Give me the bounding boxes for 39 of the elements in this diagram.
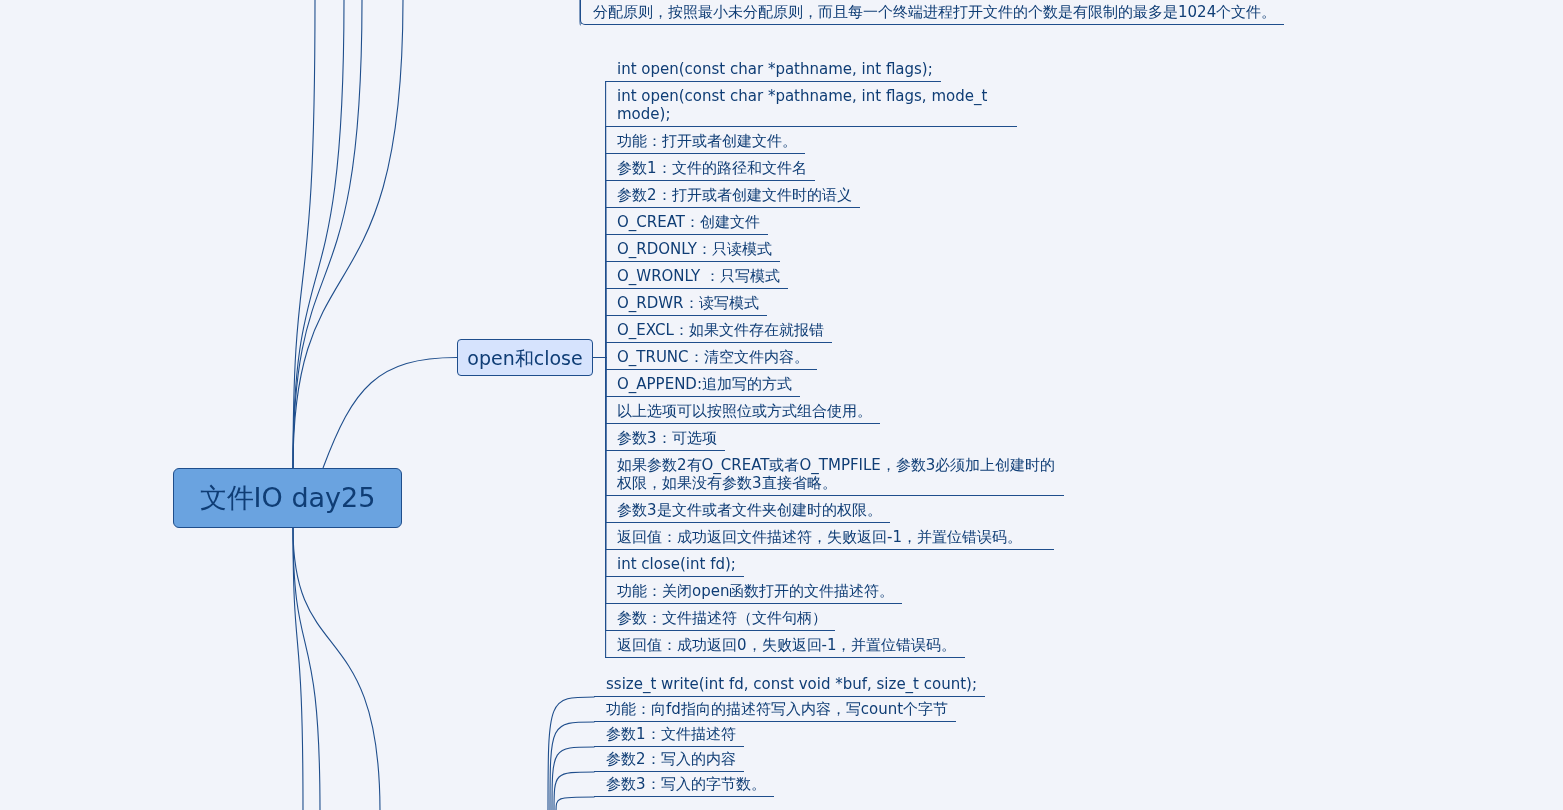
- subtopic-label: 参数1：文件描述符: [594, 722, 744, 747]
- connector-line: [549, 721, 596, 810]
- subtopic-label: 参数1：文件的路径和文件名: [605, 156, 815, 181]
- subtopic-label: 如果参数2有O_CREAT或者O_TMPFILE，参数3必须加上创建时的权限，如果没有参数3直接省略。: [605, 453, 1064, 496]
- subtopic-label: 参数3：可选项: [605, 426, 725, 451]
- subtopic-label: 参数3是文件或者文件夹创建时的权限。: [605, 498, 890, 523]
- subtopic-label: 参数：文件描述符（文件句柄）: [605, 606, 835, 631]
- subtopic-label: 返回值：成功返回文件描述符，失败返回-1，并置位错误码。: [605, 525, 1054, 550]
- subtopic-label: 功能：关闭open函数打开的文件描述符。: [605, 579, 903, 604]
- subtopic-label: O_RDWR：读写模式: [605, 291, 767, 316]
- connector-line: [553, 771, 596, 810]
- connector-line: [579, 0, 582, 26]
- connector-line: [292, 527, 304, 810]
- subtopic-label: 功能：打开或者创建文件。: [605, 129, 805, 154]
- subtopic-label: 以上选项可以按照位或方式组合使用。: [605, 399, 880, 424]
- subtopic-label: 参数2：打开或者创建文件时的语义: [605, 183, 860, 208]
- subtopic-label: O_APPEND:追加写的方式: [605, 372, 800, 397]
- subtopic-label: O_CREAT：创建文件: [605, 210, 768, 235]
- connector-line: [292, 0, 316, 469]
- topic-box: open和close: [457, 339, 593, 376]
- subtopic-label: 功能：向fd指向的描述符写入内容，写count个字节: [594, 697, 957, 722]
- subtopic-label: int close(int fd);: [605, 552, 744, 577]
- subtopic-label: 返回值：成功返回0，失败返回-1，并置位错误码。: [605, 633, 965, 658]
- subtopic-label: 参数2：写入的内容: [594, 747, 744, 772]
- connector-line: [555, 796, 596, 810]
- subtopic-label: 分配原则，按照最小未分配原则，而且每一个终端进程打开文件的个数是有限制的最多是1024个文件。: [580, 0, 1285, 25]
- subtopic-label: 参数3：写入的字节数。: [594, 772, 774, 797]
- connector-line: [322, 356, 458, 469]
- subtopic-label: ssize_t write(int fd, const void *buf, size_t count);: [594, 672, 985, 697]
- connector-line: [551, 746, 596, 810]
- connector-line: [592, 81, 607, 359]
- subtopic-label: O_TRUNC：清空文件内容。: [605, 345, 817, 370]
- central-topic-box: 文件IO day25: [173, 468, 402, 528]
- connector-line: [547, 696, 596, 810]
- subtopic-label: O_EXCL：如果文件存在就报错: [605, 318, 832, 343]
- subtopic-label: int open(const char *pathname, int flags);: [605, 57, 941, 82]
- subtopic-label: int open(const char *pathname, int flags, mode_t mode);: [605, 84, 1017, 127]
- subtopic-label: O_WRONLY ：只写模式: [605, 264, 788, 289]
- subtopic-label: O_RDONLY：只读模式: [605, 237, 780, 262]
